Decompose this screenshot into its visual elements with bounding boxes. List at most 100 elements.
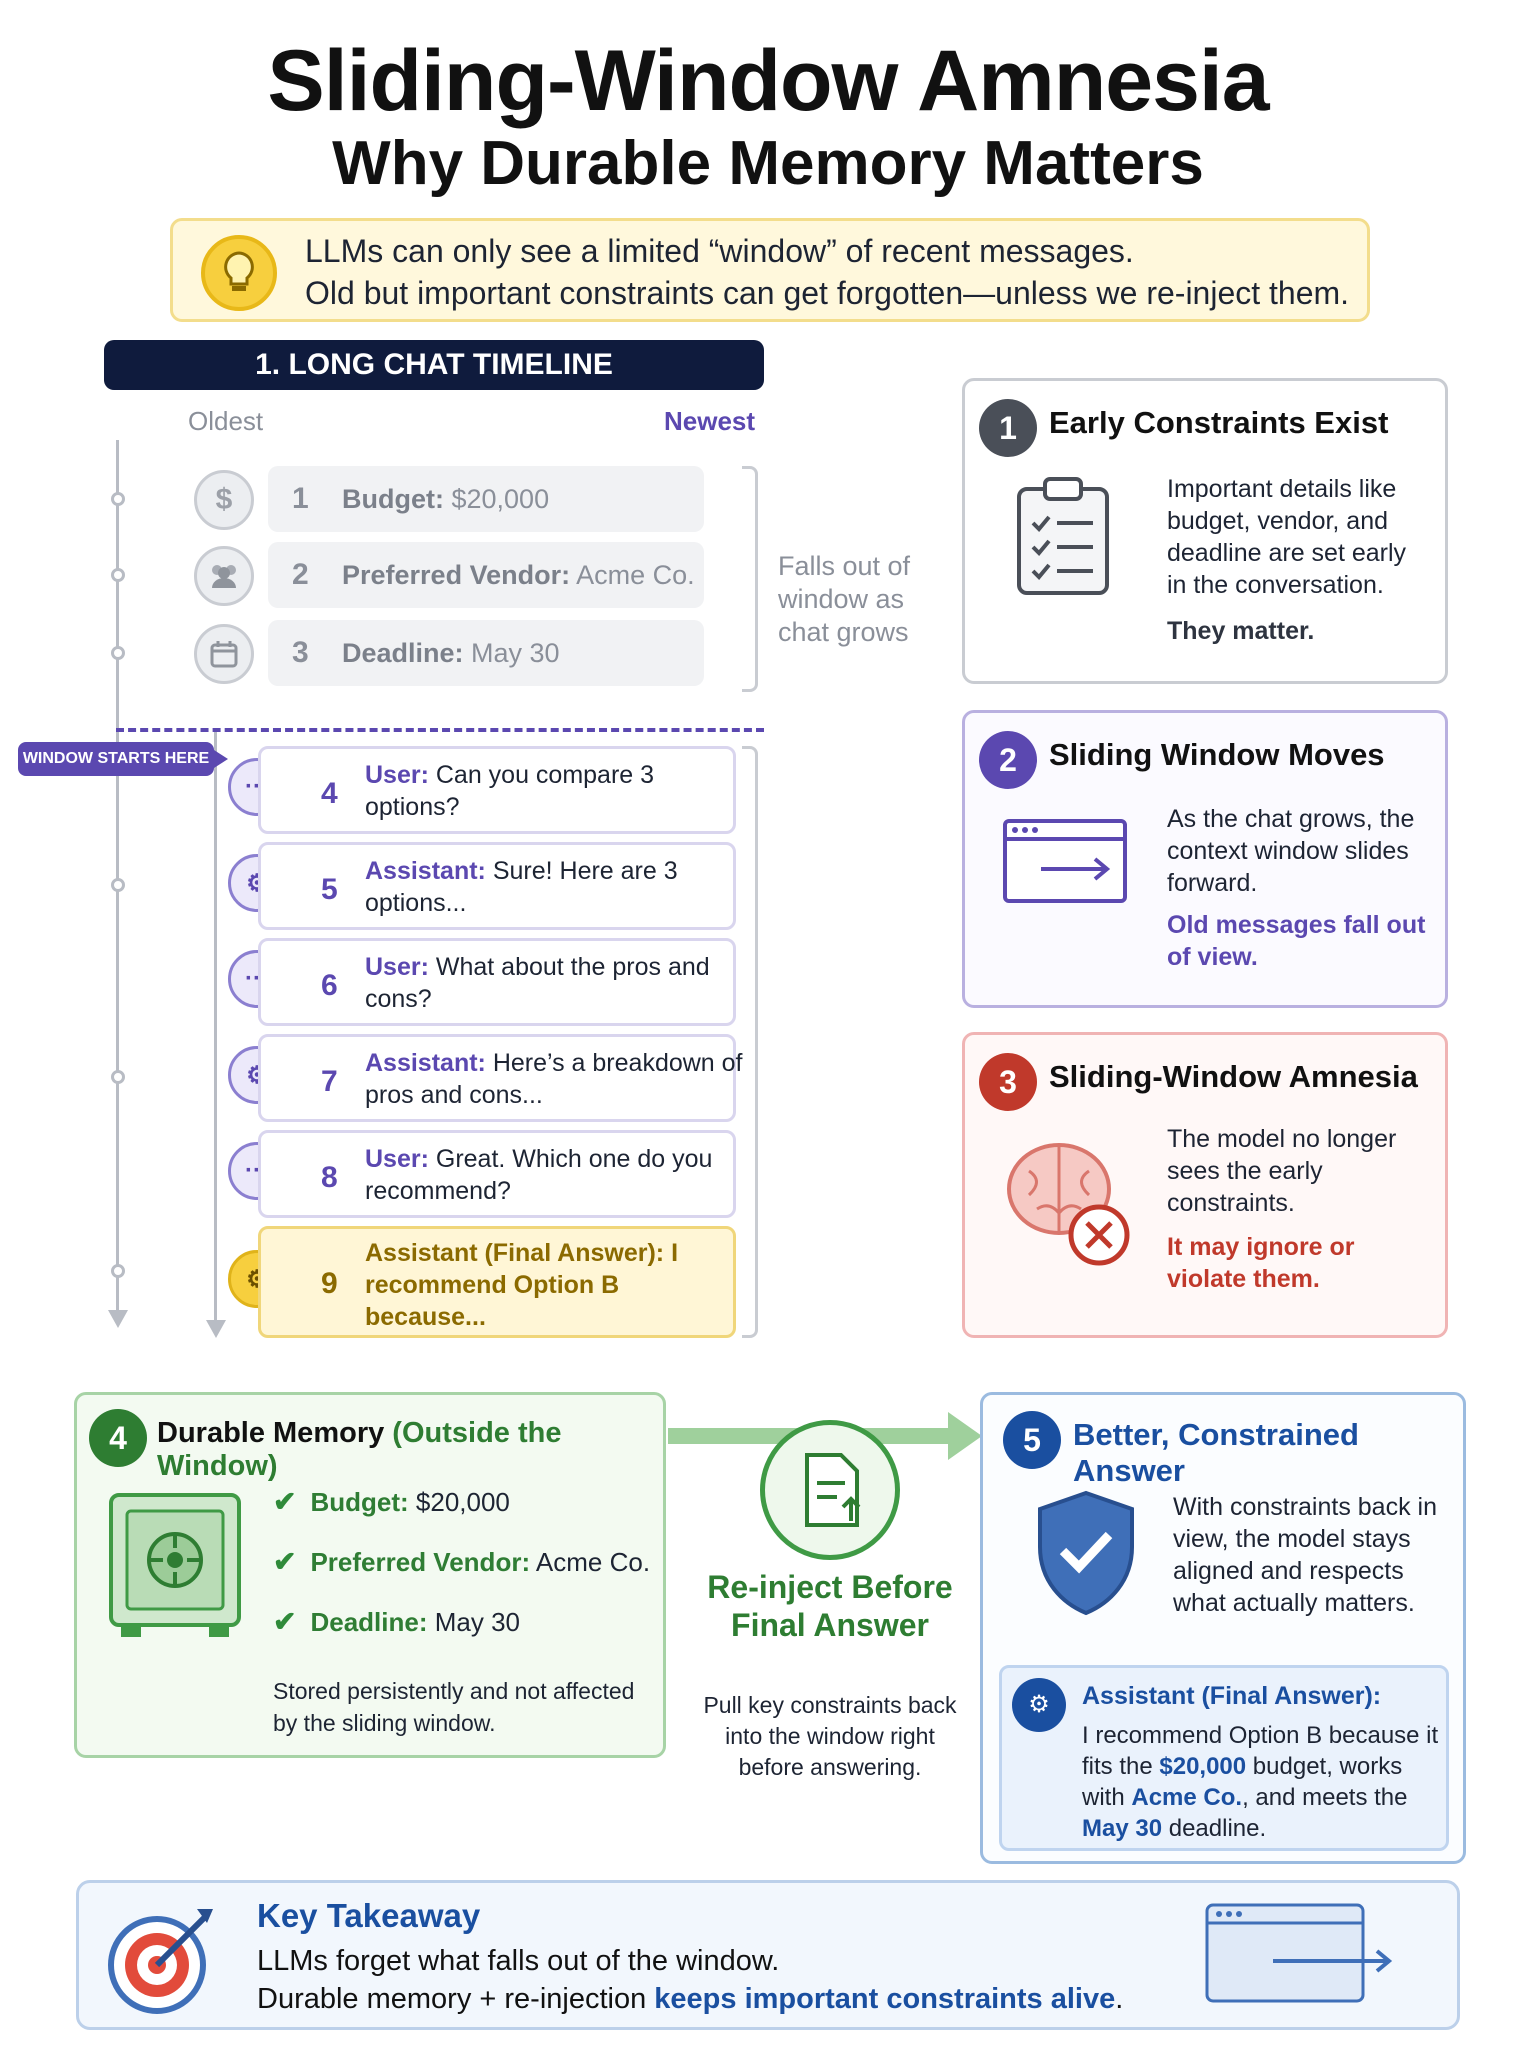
page-title: Sliding-Window Amnesia	[267, 33, 1269, 129]
message-body: Great. Which one do you recommend?	[365, 1145, 713, 1205]
timeline-dot	[111, 492, 125, 506]
row-text: Preferred Vendor: Acme Co.	[342, 560, 695, 591]
message-number: 5	[321, 873, 338, 906]
timeline-dot	[111, 568, 125, 582]
answer-part: I recommend Option B because it fits the	[1082, 1722, 1439, 1780]
answer-part: budget, works with	[1082, 1753, 1403, 1811]
card-title: Better, Constrained Answer	[1073, 1417, 1359, 1488]
message-body: Here’s a breakdown of pros and cons...	[365, 1049, 743, 1109]
check-icon: ✔	[273, 1486, 297, 1517]
intro-banner: LLMs can only see a limited “window” of …	[170, 218, 1370, 322]
step-badge: 2	[979, 731, 1037, 789]
people-icon	[194, 546, 254, 606]
step-badge: 3	[979, 1053, 1037, 1111]
window-rail	[214, 732, 217, 1330]
row-label: Preferred Vendor:	[342, 560, 571, 590]
window-bracket	[742, 746, 758, 1338]
timeline-dot	[111, 1070, 125, 1084]
clipboard-icon	[1013, 477, 1113, 602]
answer-label: Assistant (Final Answer):	[1082, 1682, 1382, 1710]
amnesia-card: 3 Sliding-Window Amnesia The model no lo…	[962, 1032, 1448, 1338]
target-icon	[105, 1899, 225, 2024]
card-title: Early Constraints Exist	[1049, 405, 1389, 440]
step-badge: 4	[89, 1409, 147, 1467]
row-value: $20,000	[443, 484, 550, 514]
memory-item: ✔ Deadline: May 30	[273, 1605, 520, 1638]
answer-deadline: May 30	[1082, 1815, 1163, 1842]
browser-window-icon	[1203, 1901, 1403, 2016]
memory-item: ✔ Budget: $20,000	[273, 1485, 510, 1518]
message-speaker: User:	[365, 953, 429, 981]
message-speaker: Assistant:	[365, 857, 486, 885]
message-number: 4	[321, 777, 338, 810]
card-emphasis: Old messages fall out of view.	[1167, 911, 1426, 971]
row-label: Budget:	[342, 484, 444, 514]
row-label: Deadline:	[342, 638, 464, 668]
takeaway-text: Durable memory + re-injection	[257, 1983, 655, 2015]
memory-item: ✔ Preferred Vendor: Acme Co.	[273, 1545, 650, 1578]
memory-label: Budget:	[310, 1487, 409, 1517]
memory-label: Deadline:	[310, 1607, 428, 1637]
message-number: 7	[321, 1065, 338, 1098]
message-text: Assistant (Final Answer): I recommend Op…	[365, 1237, 745, 1333]
card-footer: Stored persistently and not affected by …	[273, 1678, 635, 1736]
takeaway-line-1: LLMs forget what falls out of the window…	[257, 1945, 780, 1977]
row-number: 2	[292, 558, 309, 591]
row-text: Deadline: May 30	[342, 638, 560, 669]
card-title: Sliding Window Moves	[1049, 737, 1385, 772]
calendar-icon	[194, 624, 254, 684]
memory-value: Acme Co.	[530, 1547, 651, 1577]
early-bracket	[742, 466, 758, 692]
message-text: Assistant: Sure! Here are 3 options...	[365, 855, 745, 919]
falls-out-label: Falls out of window as chat grows	[778, 551, 911, 647]
window-boundary-line	[116, 728, 764, 732]
timeline-heading: 1. LONG CHAT TIMELINE	[104, 340, 764, 390]
row-number: 1	[292, 482, 309, 515]
constrained-answer-card: 5 Better, Constrained Answer With constr…	[980, 1392, 1466, 1864]
memory-value: May 30	[427, 1607, 520, 1637]
check-icon: ✔	[273, 1606, 297, 1637]
window-starts-badge: WINDOW STARTS HERE	[18, 742, 214, 776]
answer-part: deadline.	[1162, 1815, 1267, 1842]
card-title: Durable Memory (Outside the Window)	[157, 1417, 663, 1483]
takeaway-emphasis: keeps important constraints alive	[654, 1983, 1116, 2015]
memory-label: Preferred Vendor:	[310, 1547, 531, 1577]
arrow-head-icon	[948, 1412, 982, 1460]
reinject-body: Pull key constraints back into the windo…	[703, 1692, 957, 1780]
durable-memory-card: 4 Durable Memory (Outside the Window) ✔ B…	[74, 1392, 666, 1758]
card-title: Sliding-Window Amnesia	[1049, 1059, 1418, 1094]
shield-check-icon	[1031, 1487, 1141, 1622]
memory-value: $20,000	[408, 1487, 510, 1517]
check-icon: ✔	[273, 1546, 297, 1577]
timeline-dot	[111, 646, 125, 660]
sliding-window-card: 2 Sliding Window Moves As the chat grows…	[962, 710, 1448, 1008]
card-emphasis: It may ignore or violate them.	[1167, 1233, 1355, 1293]
newest-label: Newest	[664, 406, 756, 436]
final-message-row: 9 Assistant (Final Answer): I recommend …	[258, 1226, 736, 1338]
message-body: Sure! Here are 3 options...	[365, 857, 678, 917]
row-text: Budget: $20,000	[342, 484, 549, 515]
early-row: 1 Budget: $20,000	[268, 466, 704, 532]
takeaway-line-2: Durable memory + re-injection keeps impo…	[257, 1983, 1123, 2016]
early-constraints-card: 1 Early Constraints Exist Important deta…	[962, 378, 1448, 684]
message-body: What about the pros and cons?	[365, 953, 710, 1013]
message-number: 8	[321, 1161, 338, 1194]
row-value: Acme Co.	[570, 560, 695, 590]
message-number: 9	[321, 1267, 338, 1300]
message-body: Can you compare 3 options?	[365, 761, 655, 821]
answer-part: , and meets the	[1242, 1784, 1408, 1811]
timeline-dot	[111, 878, 125, 892]
row-value: May 30	[463, 638, 560, 668]
window-arrow-icon	[206, 1320, 226, 1338]
message-row: 6 User: What about the pros and cons?	[258, 938, 736, 1026]
robot-icon: ⚙	[1012, 1678, 1066, 1732]
message-text: User: Great. Which one do you recommend?	[365, 1143, 745, 1207]
card-emphasis: They matter.	[1167, 617, 1315, 645]
timeline-dot	[111, 1264, 125, 1278]
oldest-label: Oldest	[188, 406, 264, 436]
early-row: 3 Deadline: May 30	[268, 620, 704, 686]
early-row: 2 Preferred Vendor: Acme Co.	[268, 542, 704, 608]
message-speaker: Assistant (Final Answer):	[365, 1239, 665, 1267]
message-text: User: What about the pros and cons?	[365, 951, 745, 1015]
message-speaker: Assistant:	[365, 1049, 486, 1077]
